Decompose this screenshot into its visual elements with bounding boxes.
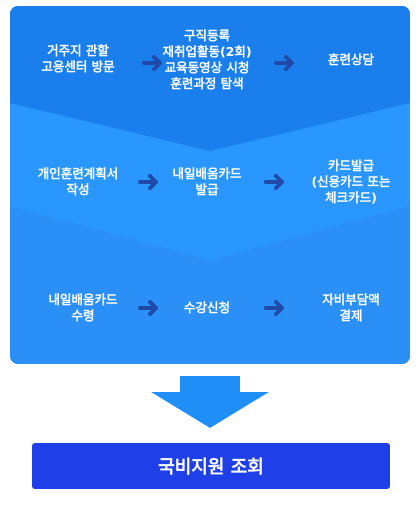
arrow-right-icon xyxy=(142,55,162,71)
step-self-payment: 자비부담액 결제 xyxy=(322,292,380,323)
arrow-right-icon xyxy=(274,55,294,71)
step-card-issuance: 내일배움카드 발급 xyxy=(172,166,242,197)
step-training-consultation: 훈련상담 xyxy=(327,52,374,67)
band-top xyxy=(10,6,410,151)
process-panel: 거주지 관할 고용센터 방문 구직등록 재취업활동(2회) 교육동영상 시청 훈… xyxy=(10,6,410,364)
arrow-right-icon xyxy=(138,300,158,316)
step-visit-employment-center: 거주지 관할 고용센터 방문 xyxy=(41,43,115,74)
national-support-lookup-button[interactable]: 국비지원 조회 xyxy=(32,443,390,489)
arrow-right-icon xyxy=(138,174,158,190)
step-card-receipt: 내일배움카드 수령 xyxy=(48,292,118,323)
step-training-plan: 개인훈련계획서 작성 xyxy=(37,166,119,197)
process-band-background xyxy=(10,6,410,364)
arrow-right-icon xyxy=(264,300,284,316)
step-course-registration: 수강신청 xyxy=(183,300,230,315)
arrow-down-icon xyxy=(151,376,269,428)
step-job-registration: 구직등록 재취업활동(2회) 교육동영상 시청 훈련과정 탐색 xyxy=(162,28,252,91)
arrow-right-icon xyxy=(264,174,284,190)
step-card-type: 카드발급 (신용카드 또는 체크카드) xyxy=(311,158,391,205)
